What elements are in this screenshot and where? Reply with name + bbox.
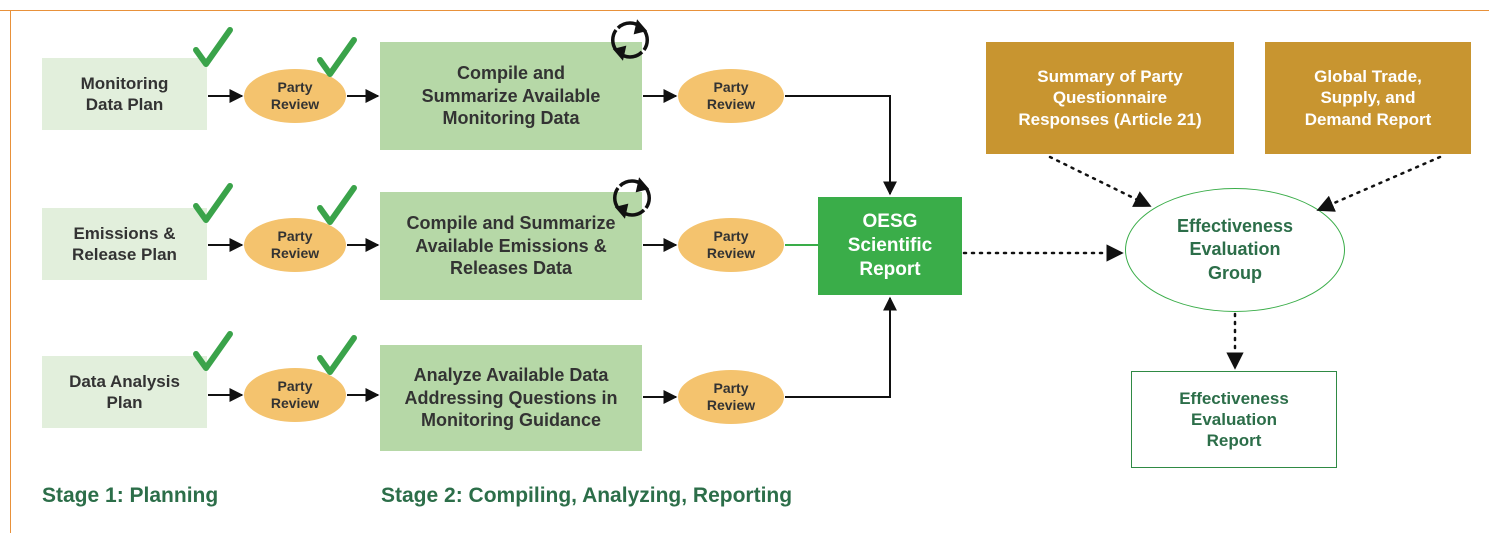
global-trade-report-box: Global Trade, Supply, and Demand Report (1265, 42, 1471, 154)
check-mark-icon (196, 334, 230, 368)
check-mark-icon (196, 30, 230, 64)
party-review-ellipse: Party Review (244, 69, 346, 123)
compile-emissions-data-box: Compile and Summarize Available Emission… (380, 192, 642, 300)
stage-2-label: Stage 2: Compiling, Analyzing, Reporting (381, 484, 793, 507)
analyze-data-box: Analyze Available Data Addressing Questi… (380, 345, 642, 451)
dotted-arrow-trade-to-eeg (1316, 155, 1442, 212)
data-analysis-plan-box: Data Analysis Plan (42, 356, 207, 428)
dotted-arrow-questionnaire-to-eeg (1048, 155, 1152, 208)
check-mark-icon (320, 188, 354, 222)
effectiveness-evaluation-report-box: Effectiveness Evaluation Report (1131, 371, 1337, 468)
stage-1-label: Stage 1: Planning (42, 484, 219, 507)
compile-monitoring-data-box: Compile and Summarize Available Monitori… (380, 42, 642, 150)
refresh-cycle-icon (612, 179, 652, 217)
party-review-ellipse: Party Review (244, 218, 346, 272)
arrow-review-to-oesg (785, 296, 897, 398)
monitoring-data-plan-box: Monitoring Data Plan (42, 58, 207, 130)
party-questionnaire-summary-box: Summary of Party Questionnaire Responses… (986, 42, 1234, 154)
party-review-ellipse: Party Review (678, 370, 784, 424)
frame-left-border (10, 10, 11, 533)
party-review-ellipse: Party Review (678, 69, 784, 123)
check-mark-icon (196, 186, 230, 220)
oesg-scientific-report-box: OESG Scientific Report (818, 197, 962, 295)
party-review-ellipse: Party Review (678, 218, 784, 272)
arrow-review-to-oesg (785, 95, 897, 196)
refresh-cycle-icon (610, 21, 650, 59)
frame-top-border (0, 10, 1489, 11)
effectiveness-evaluation-group-ellipse: Effectiveness Evaluation Group (1125, 188, 1345, 312)
check-mark-icon (320, 40, 354, 74)
emissions-release-plan-box: Emissions & Release Plan (42, 208, 207, 280)
party-review-ellipse: Party Review (244, 368, 346, 422)
check-mark-icon (320, 338, 354, 372)
